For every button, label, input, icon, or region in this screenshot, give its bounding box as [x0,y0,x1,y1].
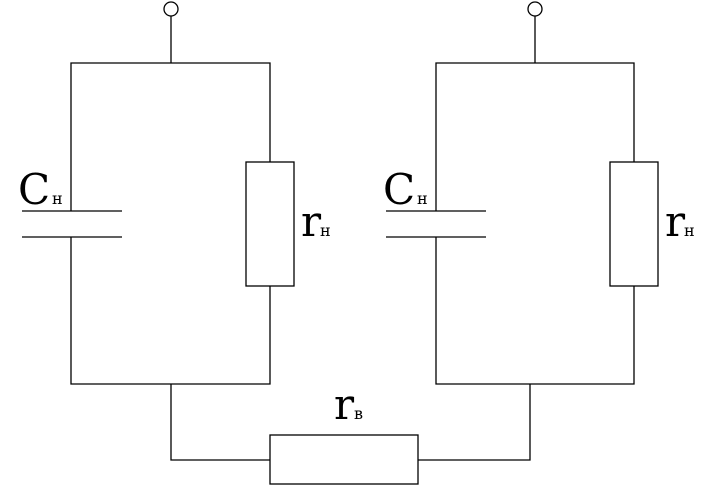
series-resistor-subscript: в [354,404,363,423]
left-resistor-label: r [301,197,322,246]
right-capacitor-subscript: н [417,189,428,208]
series-resistor-label: r [334,380,355,429]
right-resistor-label: r [665,197,686,246]
left-cell: C н r н [18,1,331,385]
left-top-wire [70,62,271,211]
left-bottom-wire [70,237,271,385]
series-link: r в [170,380,531,485]
left-capacitor-label: C [18,165,50,214]
right-resistor-subscript: н [684,221,695,240]
series-resistor [269,434,419,485]
left-resistor-subscript: н [320,221,331,240]
right-capacitor-label: C [383,165,415,214]
left-resistor [245,161,295,287]
left-terminal [163,1,179,17]
right-top-wire [435,62,635,211]
right-bottom-wire [435,237,635,385]
right-cell: C н r н [383,1,695,385]
series-right-wire [418,384,531,461]
right-terminal [527,1,543,17]
left-capacitor-subscript: н [52,189,63,208]
right-resistor [609,161,659,287]
series-left-wire [170,384,270,461]
